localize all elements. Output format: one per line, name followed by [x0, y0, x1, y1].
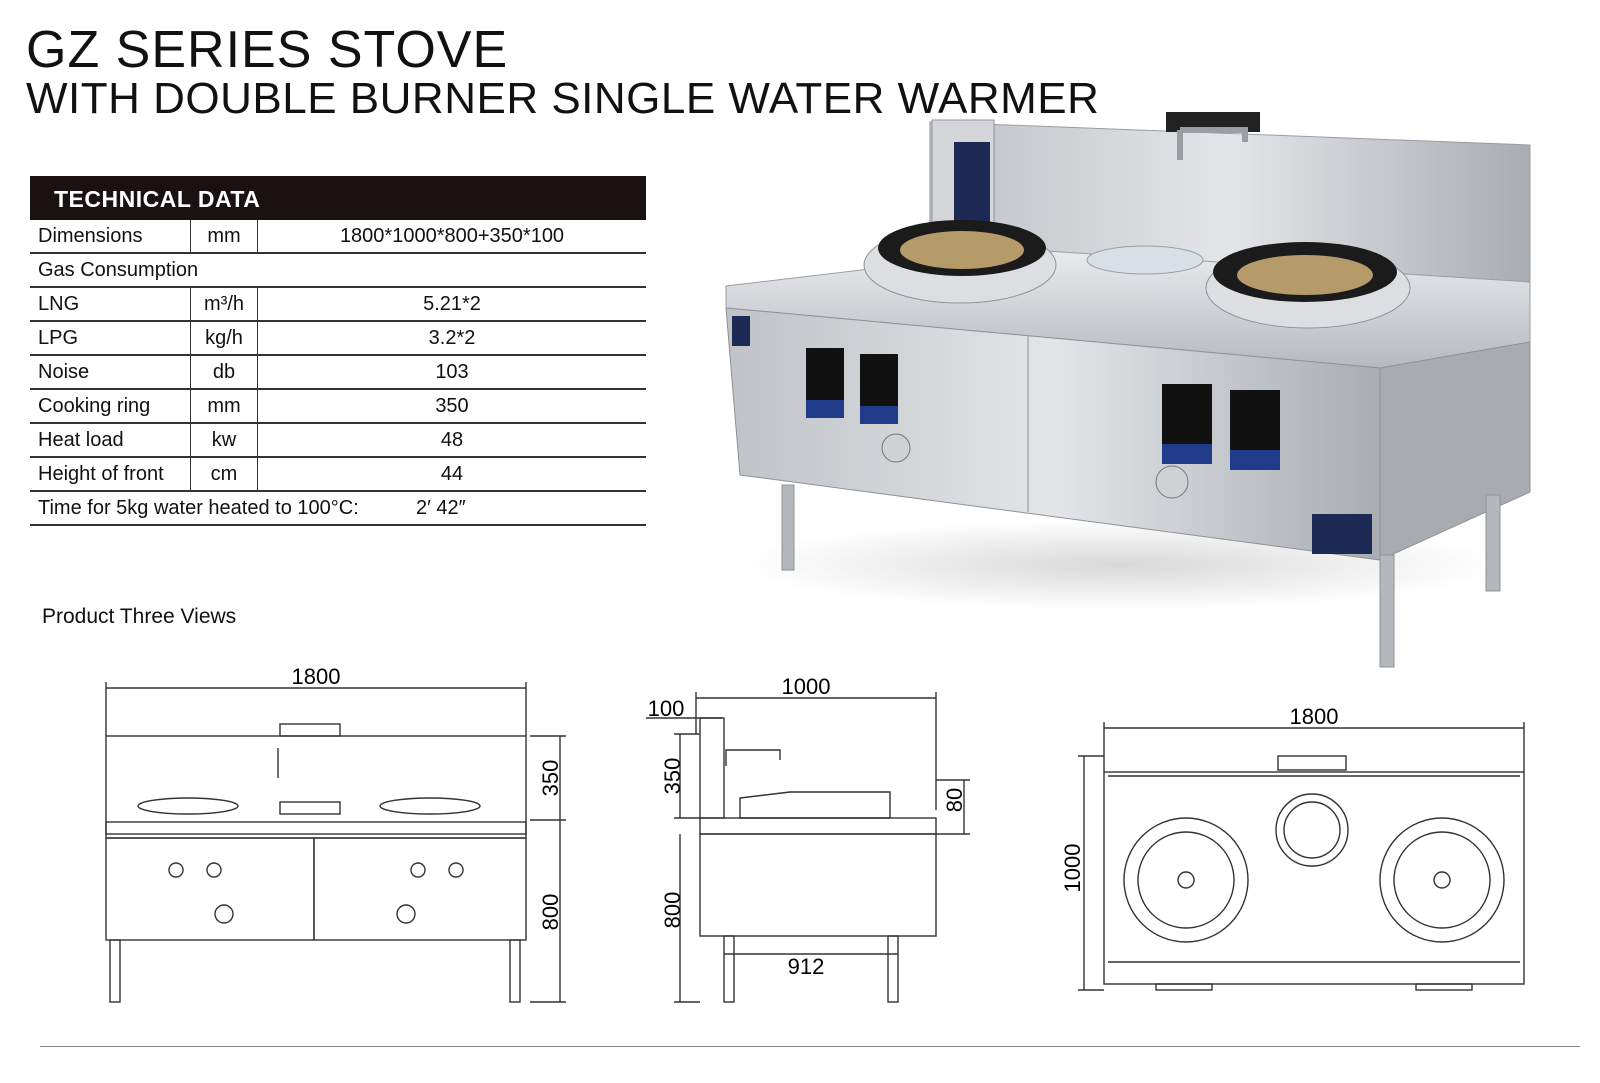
row-value: 103 — [435, 361, 469, 383]
table-row: Dimensions mm 1800*1000*800+350*100 — [30, 220, 646, 254]
row-unit: m³/h — [190, 288, 258, 320]
footer-divider — [40, 1046, 1580, 1047]
row-unit: kg/h — [190, 322, 258, 354]
row-label: LNG — [38, 293, 80, 315]
row-value: 44 — [440, 463, 464, 485]
technical-data-heading: TECHNICAL DATA — [30, 176, 646, 220]
dimension-label: 100 — [648, 696, 685, 721]
table-row: Gas Consumption — [30, 254, 646, 288]
row-value: 5.21*2 — [423, 293, 481, 315]
row-label: Height of front — [38, 463, 164, 485]
front-view-drawing: 1800 350 800 — [105, 664, 566, 1003]
row-label: LPG — [38, 327, 79, 349]
page-subtitle: WITH DOUBLE BURNER SINGLE WATER WARMER — [26, 74, 1100, 123]
row-label: Gas Consumption — [38, 259, 199, 281]
dimension-label: 800 — [538, 894, 563, 931]
dimension-label: 800 — [660, 892, 685, 929]
row-label: Heat load — [38, 429, 124, 451]
dimension-label: 350 — [660, 758, 685, 795]
table-row: Heat load kw 48 — [30, 424, 646, 458]
dimension-label: 350 — [538, 760, 563, 797]
row-unit: cm — [190, 458, 258, 490]
table-row: Height of front cm 44 — [30, 458, 646, 492]
dimension-label: 1800 — [292, 664, 341, 689]
row-value: 1800*1000*800+350*100 — [339, 225, 565, 247]
top-view-drawing: 1800 1000 — [1060, 704, 1525, 991]
dimension-label: 1000 — [1060, 844, 1085, 893]
dimension-label: 1800 — [1290, 704, 1339, 729]
row-label: Time for 5kg water heated to 100°C: — [38, 497, 359, 519]
row-label: Noise — [38, 361, 90, 383]
page-title: GZ SERIES STOVE — [26, 21, 509, 79]
table-row: LNG m³/h 5.21*2 — [30, 288, 646, 322]
dimension-label: 912 — [788, 954, 825, 979]
row-label: Cooking ring — [38, 395, 151, 417]
product-photo — [725, 112, 1531, 668]
side-view-drawing: 1000 100 350 800 80 912 — [646, 674, 970, 1003]
row-unit: db — [190, 356, 258, 388]
table-row: Cooking ring mm 350 — [30, 390, 646, 424]
row-unit: mm — [190, 220, 258, 252]
dimension-label: 80 — [942, 788, 967, 812]
views-label: Product Three Views — [42, 605, 237, 628]
row-label: Dimensions — [38, 225, 143, 247]
table-row-time: Time for 5kg water heated to 100°C: 2′ 4… — [30, 492, 646, 526]
technical-data-table: TECHNICAL DATA Dimensions mm 1800*1000*8… — [30, 176, 646, 526]
row-value: 48 — [440, 429, 464, 451]
row-value: 2′ 42″ — [416, 497, 466, 519]
row-value: 3.2*2 — [428, 327, 476, 349]
dimension-label: 1000 — [782, 674, 831, 699]
table-row: Noise db 103 — [30, 356, 646, 390]
row-unit: kw — [190, 424, 258, 456]
row-value: 350 — [435, 395, 469, 417]
row-unit: mm — [190, 390, 258, 422]
table-row: LPG kg/h 3.2*2 — [30, 322, 646, 356]
